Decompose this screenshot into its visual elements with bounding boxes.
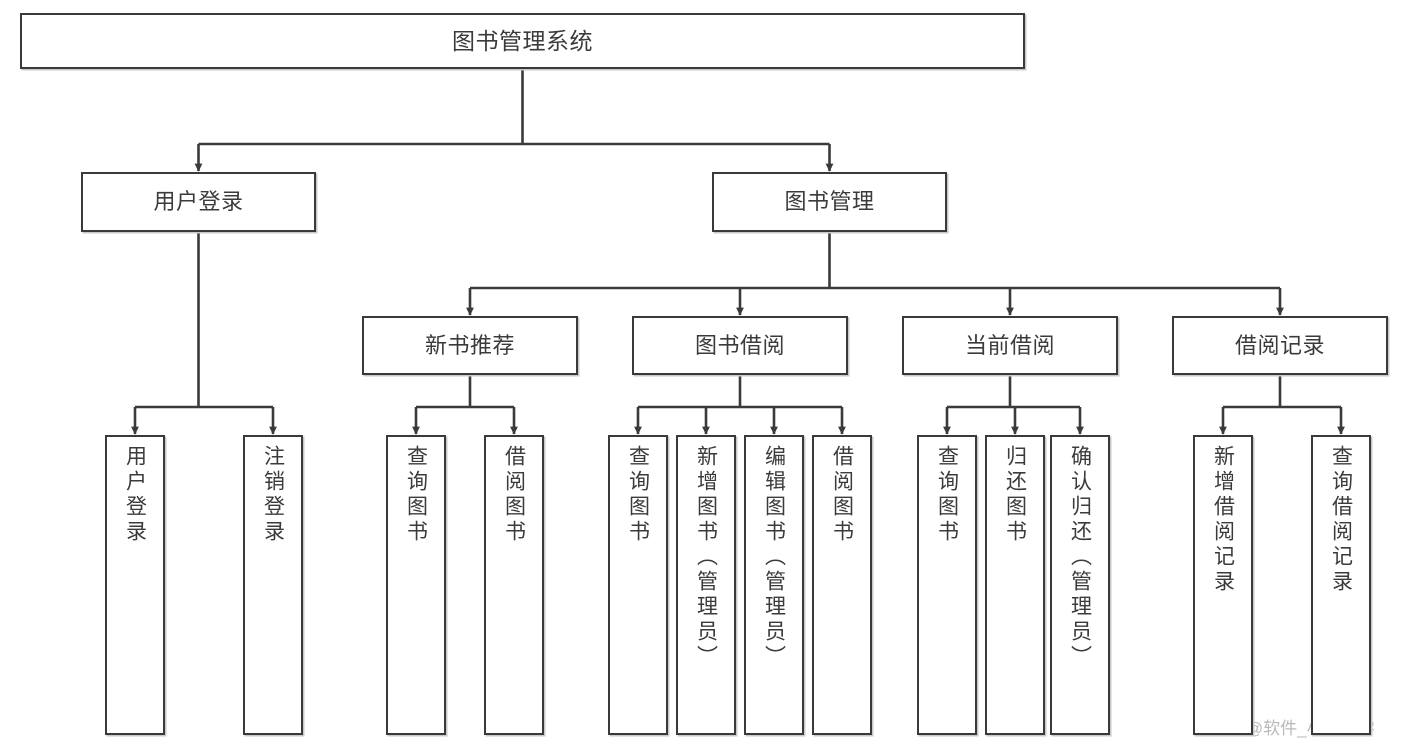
node-book-borrow[interactable]: 图书借阅 [632, 316, 848, 375]
node-leaf-add-record[interactable]: 新增借阅记录 [1193, 435, 1253, 735]
node-label-leaf-user-login: 用户登录 [123, 445, 147, 545]
node-label-book-borrow: 图书借阅 [694, 332, 785, 358]
node-leaf-logout[interactable]: 注销登录 [243, 435, 303, 735]
node-root[interactable]: 图书管理系统 [20, 13, 1025, 69]
node-leaf-return-book[interactable]: 归还图书 [985, 435, 1045, 735]
node-label-leaf-borrow-book-1: 借阅图书 [502, 445, 526, 545]
node-leaf-query-book-2[interactable]: 查询图书 [608, 435, 668, 735]
node-leaf-query-book-1[interactable]: 查询图书 [386, 435, 446, 735]
node-label-user-login: 用户登录 [153, 189, 244, 215]
node-label-leaf-query-book-2: 查询图书 [626, 445, 650, 545]
node-leaf-edit-book[interactable]: 编辑图书（管理员） [744, 435, 804, 735]
node-leaf-query-record[interactable]: 查询借阅记录 [1311, 435, 1371, 735]
node-leaf-query-book-3[interactable]: 查询图书 [917, 435, 977, 735]
node-current-borrow[interactable]: 当前借阅 [902, 316, 1118, 375]
node-leaf-borrow-book-1[interactable]: 借阅图书 [484, 435, 544, 735]
node-label-root: 图书管理系统 [452, 27, 593, 54]
node-leaf-add-book[interactable]: 新增图书（管理员） [676, 435, 736, 735]
node-borrow-record[interactable]: 借阅记录 [1172, 316, 1388, 375]
node-label-leaf-edit-book: 编辑图书（管理员） [762, 445, 786, 670]
node-label-leaf-query-book-1: 查询图书 [404, 445, 428, 545]
node-label-current-borrow: 当前借阅 [964, 332, 1055, 358]
node-label-new-book-rec: 新书推荐 [424, 332, 515, 358]
node-label-borrow-record: 借阅记录 [1234, 332, 1325, 358]
node-label-leaf-borrow-book-2: 借阅图书 [830, 445, 854, 545]
node-leaf-confirm-return[interactable]: 确认归还（管理员） [1050, 435, 1110, 735]
node-new-book-rec[interactable]: 新书推荐 [362, 316, 578, 375]
node-label-leaf-return-book: 归还图书 [1003, 445, 1027, 545]
node-label-leaf-query-book-3: 查询图书 [935, 445, 959, 545]
node-book-manage[interactable]: 图书管理 [712, 172, 947, 232]
node-user-login[interactable]: 用户登录 [81, 172, 316, 232]
node-label-leaf-logout: 注销登录 [261, 445, 285, 545]
node-label-book-manage: 图书管理 [784, 189, 875, 215]
node-leaf-borrow-book-2[interactable]: 借阅图书 [812, 435, 872, 735]
node-label-leaf-add-record: 新增借阅记录 [1211, 445, 1235, 595]
node-label-leaf-add-book: 新增图书（管理员） [694, 445, 718, 670]
node-leaf-user-login[interactable]: 用户登录 [105, 435, 165, 735]
node-label-leaf-confirm-return: 确认归还（管理员） [1068, 445, 1092, 670]
node-label-leaf-query-record: 查询借阅记录 [1329, 445, 1353, 595]
